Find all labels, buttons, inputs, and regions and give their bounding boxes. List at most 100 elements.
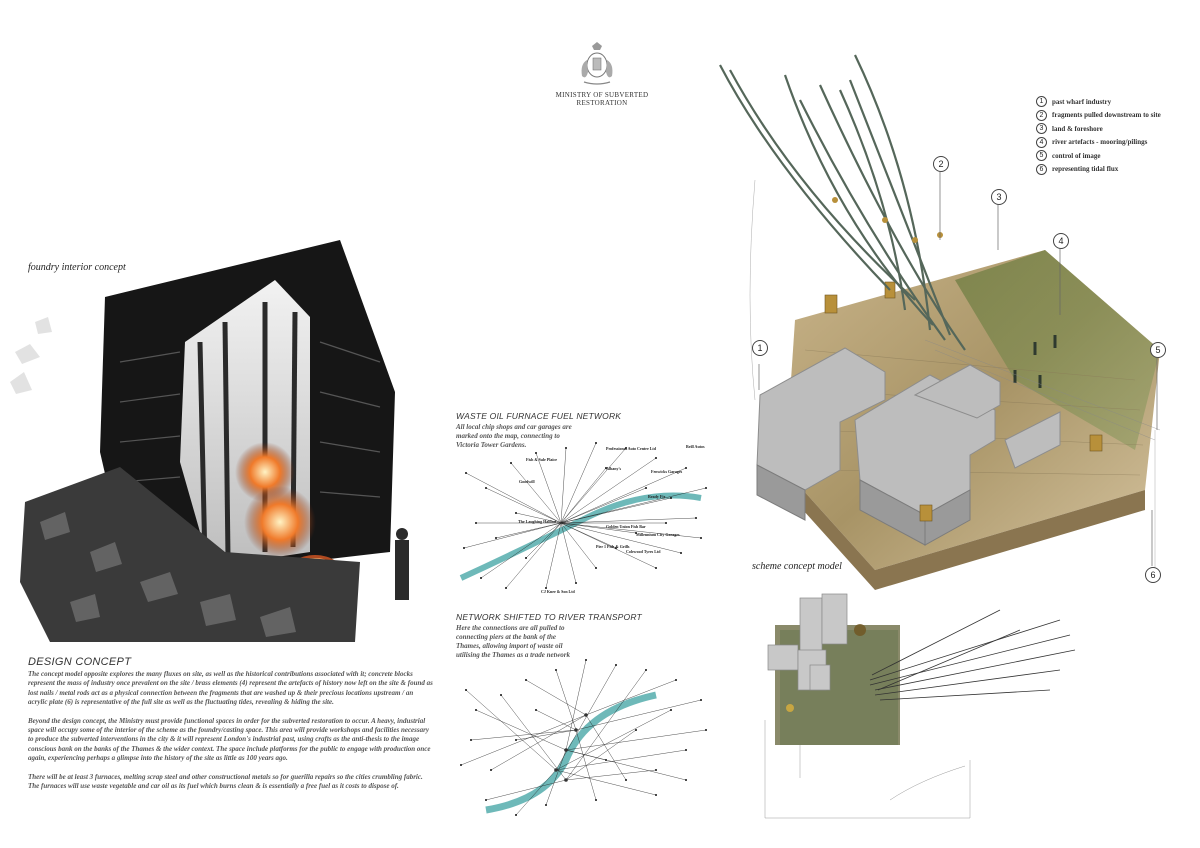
pier-node	[574, 728, 578, 732]
network-node	[615, 664, 617, 666]
callout-4: 4	[1053, 233, 1069, 249]
legend-text: control of image	[1052, 151, 1101, 160]
network-link	[565, 729, 707, 751]
network-node	[535, 709, 537, 711]
network-place-label: Fenwicks Garages	[651, 469, 683, 474]
network-node	[700, 537, 702, 539]
network-node	[695, 517, 697, 519]
network-node	[555, 669, 557, 671]
network-node	[595, 567, 597, 569]
legend-text: land & foreshore	[1052, 124, 1103, 133]
plan-model-image	[760, 590, 1090, 840]
callout-1: 1	[752, 340, 768, 356]
network-link	[560, 487, 707, 524]
network-node	[655, 457, 657, 459]
network-node	[625, 447, 627, 449]
design-paragraph: Beyond the design concept, the Ministry …	[28, 716, 431, 763]
network-link	[560, 457, 657, 524]
network-node	[515, 814, 517, 816]
network-link	[515, 729, 577, 741]
network-link	[485, 487, 562, 524]
network-link	[560, 467, 687, 524]
network-node	[575, 582, 577, 584]
network-node	[545, 804, 547, 806]
network-place-label: Ready Fix	[648, 494, 665, 499]
royal-crest	[572, 38, 622, 88]
network-node	[525, 679, 527, 681]
network-link	[555, 664, 617, 771]
legend-text: past wharf industry	[1052, 97, 1112, 106]
network-link	[505, 522, 562, 589]
network-node	[495, 537, 497, 539]
network-node	[615, 547, 617, 549]
waste-oil-description: All local chip shops and car garages are…	[456, 423, 572, 449]
network-node	[505, 587, 507, 589]
network-node	[485, 799, 487, 801]
network-node	[655, 794, 657, 796]
network-link	[560, 522, 682, 554]
river-network-title: NETWORK SHIFTED TO RIVER TRANSPORT	[456, 612, 642, 622]
network-node	[605, 759, 607, 761]
foundry-label: foundry interior concept	[28, 262, 126, 273]
pier-node	[584, 713, 588, 717]
network-link	[560, 517, 697, 524]
network-node	[585, 659, 587, 661]
network-link	[500, 694, 567, 781]
foundry-image	[10, 222, 430, 647]
ministry-name: MINISTRY OF SUBVERTED RESTORATION	[555, 91, 649, 107]
network-node	[675, 679, 677, 681]
network-link	[560, 522, 597, 569]
callout-3: 3	[991, 189, 1007, 205]
network-link	[565, 749, 607, 761]
network-link	[560, 522, 702, 539]
network-node	[470, 739, 472, 741]
network-link	[565, 769, 657, 781]
network-link	[460, 714, 587, 766]
network-place-label: CJ Knee & Son Ltd	[541, 589, 576, 594]
network-link	[560, 447, 627, 524]
network-node	[463, 547, 465, 549]
legend-number: 2	[1036, 109, 1047, 121]
network-link	[510, 462, 562, 524]
scheme-model-image	[715, 50, 1200, 595]
pier-node	[554, 768, 558, 772]
network-link	[495, 522, 562, 539]
design-paragraph: The concept model opposite explores the …	[28, 670, 433, 707]
callout-leaders	[758, 171, 1158, 566]
network-node	[535, 452, 537, 454]
network-link	[475, 709, 567, 751]
network-node	[685, 779, 687, 781]
river-network-description: Here the connections are all pulled to c…	[456, 624, 570, 659]
pier-node	[564, 778, 568, 782]
network-place-label: Millennium City Garages	[636, 532, 680, 537]
legend-text: river artefacts - mooring/pilings	[1052, 138, 1148, 147]
network-link	[535, 452, 562, 524]
network-link	[560, 522, 637, 534]
network-node	[670, 709, 672, 711]
network-node	[465, 689, 467, 691]
design-concept-title: DESIGN CONCEPT	[28, 656, 132, 668]
network-link	[560, 497, 672, 524]
network-link	[555, 669, 577, 731]
network-place-label: Colewood Tyres Ltd	[626, 549, 661, 554]
river-network-map	[456, 650, 716, 820]
network-node	[655, 567, 657, 569]
network-node	[700, 699, 702, 701]
network-node	[480, 577, 482, 579]
network-place-label: Albany's	[606, 466, 622, 471]
network-node	[635, 729, 637, 731]
river-thames	[459, 492, 702, 581]
network-node	[465, 472, 467, 474]
network-link	[555, 709, 672, 771]
network-link	[545, 522, 562, 589]
callout-5: 5	[1150, 342, 1166, 358]
network-node	[670, 497, 672, 499]
river-thames	[485, 691, 657, 814]
